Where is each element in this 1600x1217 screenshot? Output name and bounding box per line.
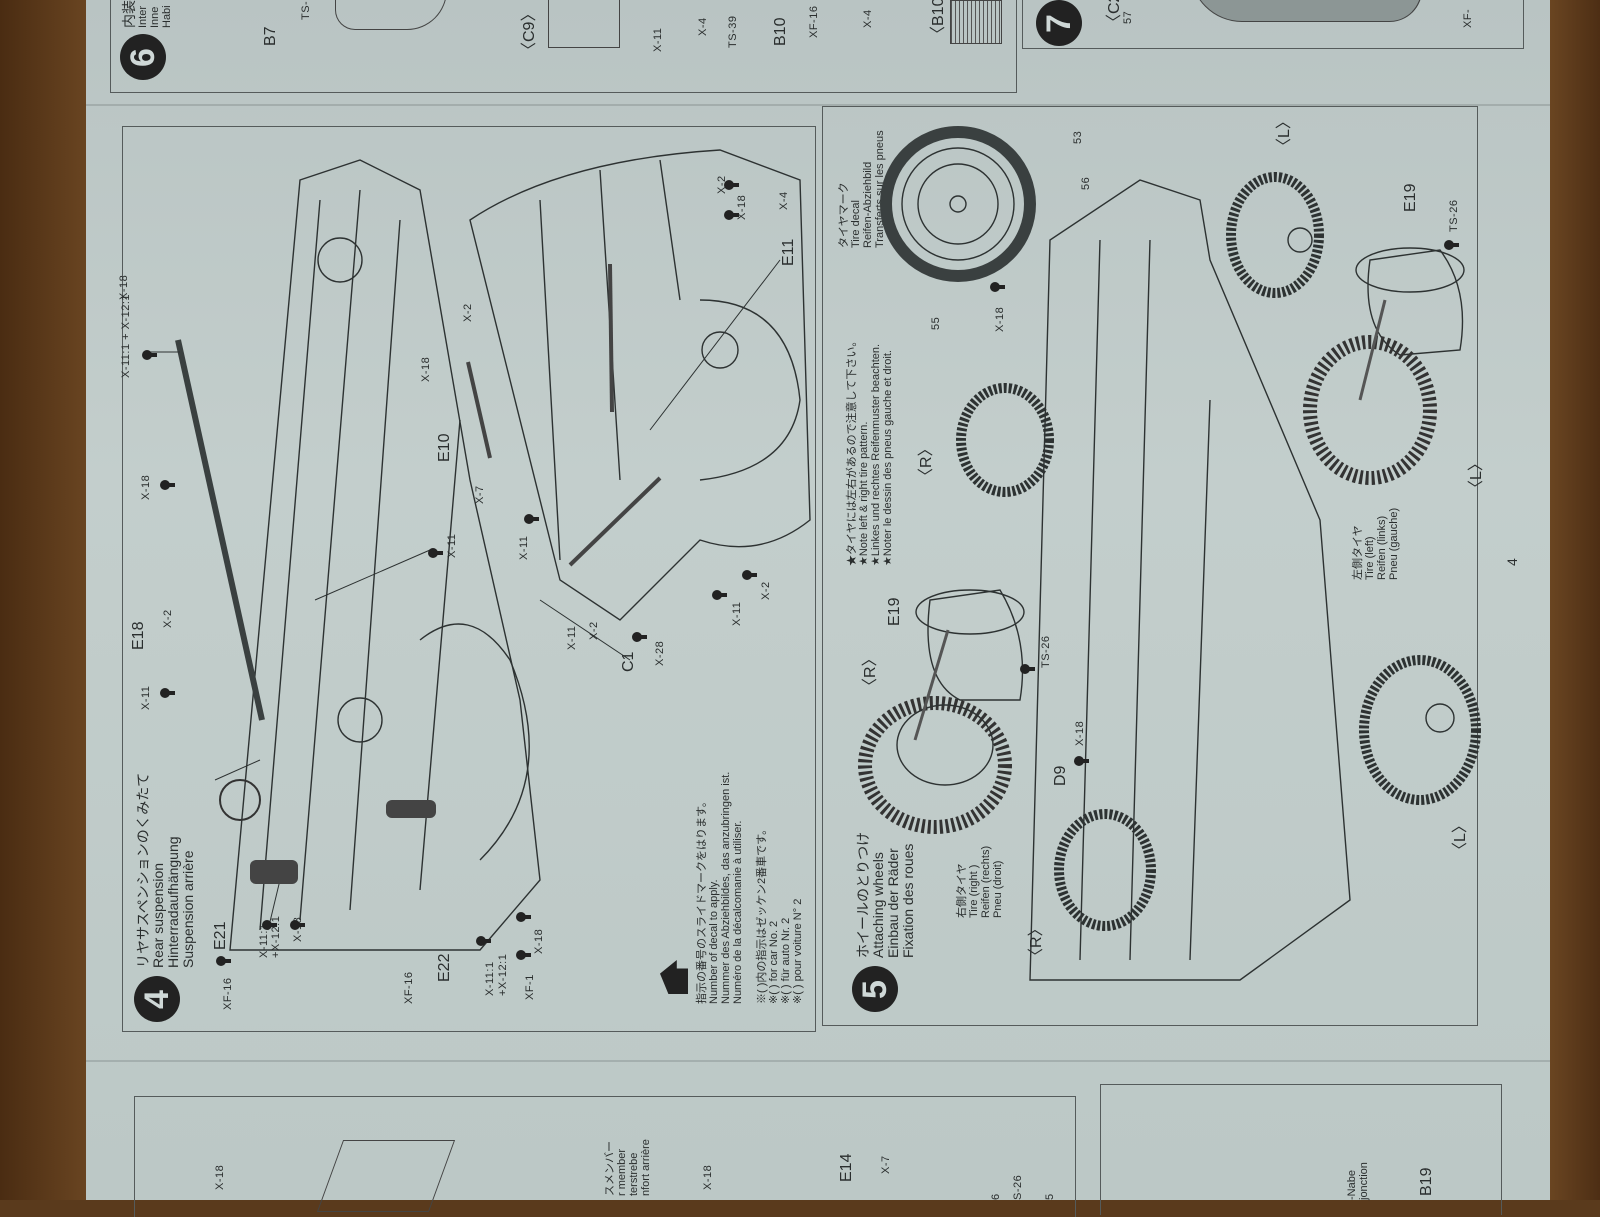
paint-code: TS-26 (1448, 199, 1460, 232)
paint-drop-icon (262, 920, 277, 930)
paint-code: X-18 (994, 306, 1006, 332)
right-marker: 〈R〉 (862, 650, 879, 694)
part-label-e14: E14 (838, 1153, 855, 1182)
paint-drop-icon (1020, 664, 1035, 674)
paint-drop-icon (290, 920, 305, 930)
left-marker: 〈L〉 (1276, 113, 1293, 154)
decal-number-55: 55 (930, 316, 942, 330)
left-marker: 〈L〉 (1452, 817, 1469, 858)
step5-panel (822, 106, 1478, 1026)
part-label-d9: D9 (1052, 765, 1069, 786)
prev-label: 6 (990, 1193, 1002, 1200)
paint-drop-icon (1074, 756, 1089, 766)
paint-drop-icon (712, 590, 727, 600)
step6-number: 6 (120, 34, 166, 80)
page-number: 4 (1504, 558, 1520, 566)
paint-drop-icon (160, 480, 175, 490)
step4-number: 4 (134, 976, 180, 1022)
paint-drop-icon (216, 956, 231, 966)
right-marker: 〈R〉 (1028, 920, 1045, 964)
step6-part-drawing (548, 0, 620, 48)
part-label-b19: B19 (1418, 1167, 1435, 1196)
paint-code: S-26 (1012, 1174, 1024, 1200)
paint-drop-icon (142, 350, 157, 360)
paint-code: X-18 (214, 1164, 226, 1190)
radiator-drawing (950, 0, 1002, 44)
paint-drop-icon (160, 688, 175, 698)
step5-number: 5 (852, 966, 898, 1012)
step4-panel (122, 126, 816, 1032)
paint-drop-icon (742, 570, 757, 580)
prev-label: 5 (1044, 1193, 1056, 1200)
part-label-e19: E19 (886, 597, 903, 626)
prev-page-panel (1100, 1084, 1502, 1215)
left-marker: 〈L〉 (1468, 455, 1485, 496)
paint-drop-icon (990, 282, 1005, 292)
decal-number-56: 56 (1080, 176, 1092, 190)
paint-code: X-18 (1074, 720, 1086, 746)
fold-line (86, 104, 1550, 106)
step6-panel (110, 0, 1017, 93)
table-surface-right (1548, 0, 1600, 1200)
paint-drop-icon (724, 210, 739, 220)
table-surface-left (0, 0, 92, 1200)
paint-code: X-7 (880, 1155, 892, 1174)
paint-drop-icon (1444, 240, 1459, 250)
paint-code: X-18 (702, 1164, 714, 1190)
fold-line (86, 1060, 1550, 1062)
paint-drop-icon (516, 912, 531, 922)
decal-number-53: 53 (1072, 130, 1084, 144)
paint-drop-icon (632, 632, 647, 642)
paint-drop-icon (516, 950, 531, 960)
paint-drop-icon (428, 548, 443, 558)
paint-drop-icon (476, 936, 491, 946)
step7-number: 7 (1036, 0, 1082, 46)
prev-page-panel (134, 1096, 1076, 1217)
step7-panel (1022, 0, 1524, 49)
right-marker: 〈R〉 (918, 440, 935, 484)
part-label-e19: E19 (1402, 183, 1419, 212)
paint-drop-icon (524, 514, 539, 524)
paint-drop-icon (724, 180, 739, 190)
paint-code: TS-26 (1040, 635, 1052, 668)
